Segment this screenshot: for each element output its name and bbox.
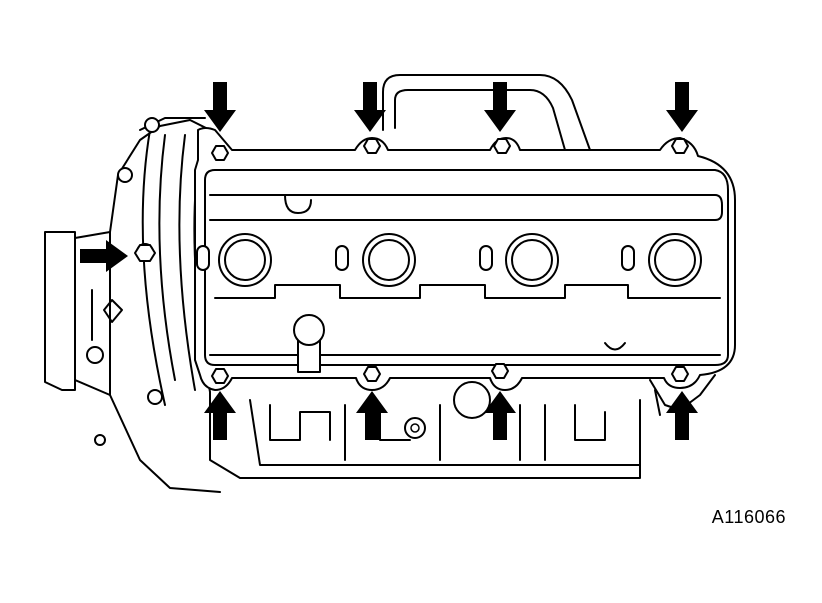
arrow-top-3 [484, 82, 516, 132]
cylinder-block [209, 374, 716, 479]
arrow-left [80, 240, 128, 272]
arrow-bottom-1 [204, 391, 236, 440]
oil-filler-cap [293, 314, 325, 373]
arrow-bottom-2 [356, 391, 388, 440]
spark-plug-holes [196, 233, 702, 287]
arrow-top-2 [354, 82, 386, 132]
cover-bolts [134, 138, 689, 384]
timing-cover [44, 117, 221, 493]
head-cover-flange [194, 127, 736, 391]
arrow-top-4 [666, 82, 698, 132]
breather-pipe [382, 74, 591, 151]
arrow-bottom-4 [666, 391, 698, 440]
arrow-top-1 [204, 82, 236, 132]
figure-reference-code: A116066 [711, 507, 786, 527]
arrow-bottom-3 [484, 391, 516, 440]
